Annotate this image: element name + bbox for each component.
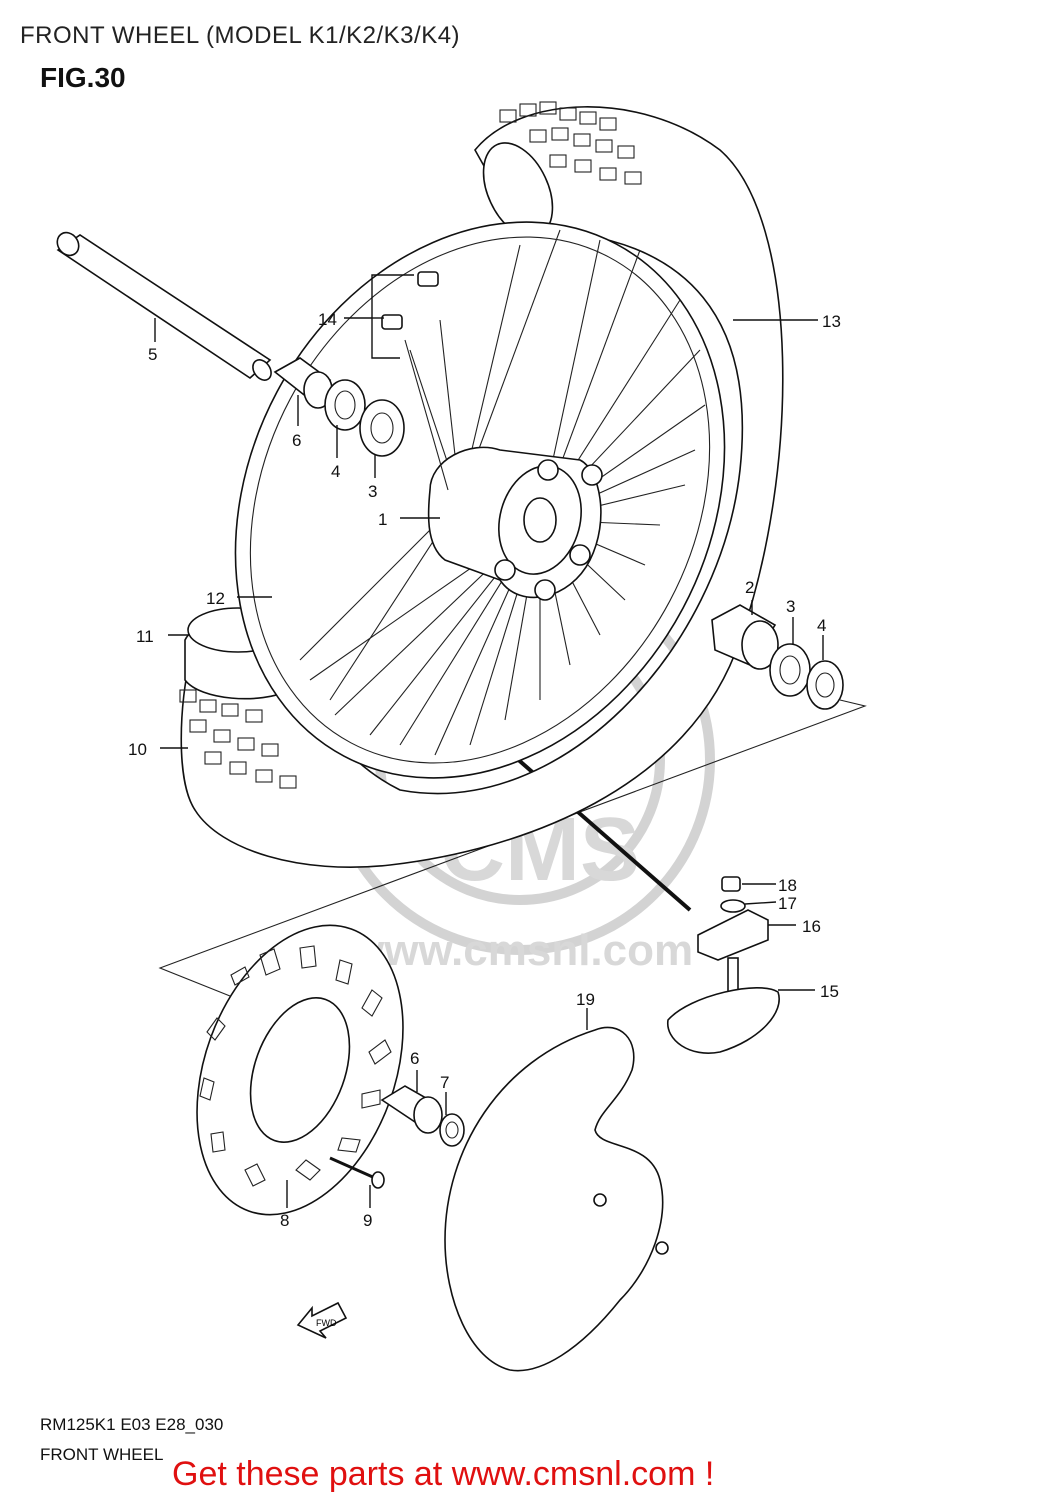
diagram-title: FRONT WHEEL (MODEL K1/K2/K3/K4) [20,22,461,49]
disc-cover [444,1026,669,1372]
callout-3b: 3 [786,597,795,616]
callout-14: 14 [318,310,337,329]
right-oil-seal [806,660,844,710]
callout-4: 4 [331,462,340,481]
callout-2: 2 [745,578,754,597]
spoke-samples [381,271,449,491]
diagram-code: RM125K1 E03 E28_030 [40,1415,224,1434]
callout-8: 8 [280,1211,289,1230]
left-hub-parts [273,357,405,457]
callout-5: 5 [148,345,157,364]
callout-19: 19 [576,990,595,1009]
callout-15: 15 [820,982,839,1001]
front-axle [56,231,272,381]
watermark-url: www.cmsnl.com [349,926,693,975]
right-bearing [769,643,811,697]
callout-12: 12 [206,589,225,608]
callout-6b: 6 [410,1049,419,1068]
callout-18: 18 [778,876,797,895]
fwd-arrow: FWD [296,1301,348,1339]
right-hub-parts [711,604,844,710]
leader-lines [154,274,824,1208]
callout-17: 17 [778,894,797,913]
figure-number: FIG.30 [40,62,126,93]
callout-4b: 4 [817,616,826,635]
callout-10: 10 [128,740,147,759]
valve-guide-line [488,733,692,912]
callout-13: 13 [822,312,841,331]
callout-9: 9 [363,1211,372,1230]
callout-labels: 1 2 3 3 4 4 5 6 6 7 8 9 10 11 12 13 14 1… [128,310,841,1230]
callout-7: 7 [440,1073,449,1092]
callout-16: 16 [802,917,821,936]
shop-link-banner[interactable]: Get these parts at www.cmsnl.com ! [172,1455,715,1493]
callout-11: 11 [136,627,154,646]
callout-1: 1 [378,510,387,529]
fwd-label: FWD [316,1318,337,1328]
spacer-and-nut [380,1085,465,1147]
left-oil-seal [324,379,366,431]
callout-3: 3 [368,482,377,501]
diagram-caption: FRONT WHEEL [40,1445,164,1464]
brake-disc [196,924,404,1216]
callout-6: 6 [292,431,301,450]
left-bearing [359,399,405,457]
rim-lock-parts [667,876,780,1054]
disc-bolt [329,1156,385,1189]
front-wheel-hub [427,446,603,601]
